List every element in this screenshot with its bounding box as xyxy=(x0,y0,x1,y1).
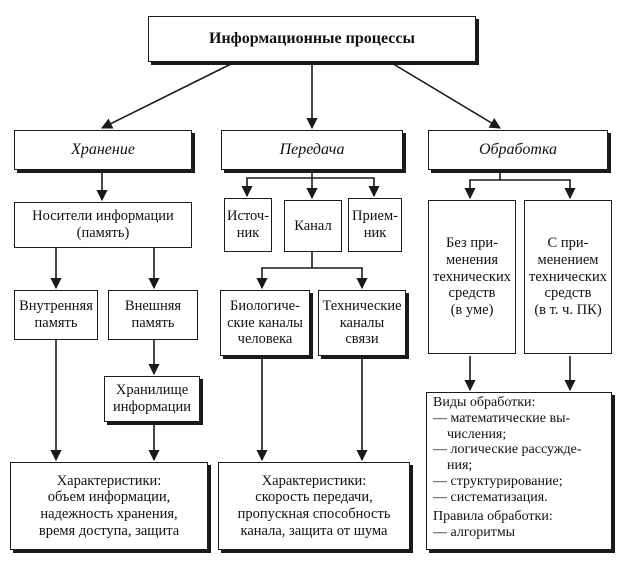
transfer-characteristics-node: Характеристики: скорость передачи, пропу… xyxy=(218,462,410,550)
arrow-to-source xyxy=(241,177,312,198)
storage-characteristics-line: время доступа, защита xyxy=(38,522,180,539)
category-processing: Обработка xyxy=(428,130,608,170)
storage-characteristics-line: надежность хранения, xyxy=(40,506,178,522)
repository-node: Хранилище информации xyxy=(104,376,200,422)
processing-kinds-line: — систематизация. xyxy=(433,489,548,505)
processing-kinds-line: числения; xyxy=(433,426,507,442)
source-node: Источ- ник xyxy=(224,198,272,252)
root-label: Информационные процессы xyxy=(209,29,415,47)
source-label: Источ- ник xyxy=(226,208,270,241)
storage-characteristics-heading: Характеристики: xyxy=(56,472,162,489)
transfer-characteristics-line: канала, защита от шума xyxy=(240,522,388,539)
arrow-root-processing xyxy=(389,61,501,129)
transfer-characteristics-line: пропускная способность xyxy=(237,506,391,522)
receiver-node: Прием- ник xyxy=(348,198,402,252)
channel-node: Канал xyxy=(284,200,342,252)
category-processing-label: Обработка xyxy=(478,140,558,158)
arrow-root-storage xyxy=(100,61,236,129)
without-tech-node: Без при- менения технических средств (в … xyxy=(428,200,516,354)
storage-characteristics-node: Характеристики: объем информации, надежн… xyxy=(10,462,208,550)
receiver-label: Прием- ник xyxy=(352,208,398,241)
channel-label: Канал xyxy=(294,217,332,234)
category-transfer: Передача xyxy=(221,130,403,170)
root-node: Информационные процессы xyxy=(148,16,476,62)
external-memory-label: Внешняя память xyxy=(124,298,182,331)
processing-kinds-line: — логические рассужде- xyxy=(433,442,582,458)
storage-characteristics-line: объем информации, xyxy=(47,489,171,506)
arrow-to-technical xyxy=(312,267,368,290)
processing-rules-heading: Правила обработки: xyxy=(433,508,553,524)
category-storage-label: Хранение xyxy=(71,140,135,158)
processing-kinds-line: ния; xyxy=(433,458,473,474)
storage-media-node: Носители информации (память) xyxy=(14,202,192,248)
repository-label: Хранилище информации xyxy=(113,382,191,415)
storage-media-label: Носители информации (память) xyxy=(32,208,174,241)
with-tech-label: С при- менением технических средств (в т… xyxy=(529,235,607,318)
transfer-characteristics-line: скорость передачи, xyxy=(255,489,373,506)
category-transfer-label: Передача xyxy=(279,140,345,158)
arrow-to-biological xyxy=(256,267,312,290)
processing-kinds-heading: Виды обработки: xyxy=(433,395,536,410)
processing-kinds-line: — структурирование; xyxy=(433,474,563,490)
biological-channels-node: Биологиче- ские каналы человека xyxy=(220,290,310,356)
arrow-to-without-tech xyxy=(464,172,501,200)
processing-kinds-line: — математические вы- xyxy=(433,410,571,426)
processing-kinds-node: Виды обработки: — математические вы- чис… xyxy=(426,392,612,550)
internal-memory-node: Внутренняя память xyxy=(14,290,98,340)
arrow-to-receiver xyxy=(312,177,380,198)
technical-channels-node: Технические каналы связи xyxy=(318,290,406,356)
category-storage: Хранение xyxy=(14,130,192,170)
internal-memory-label: Внутренняя память xyxy=(19,298,93,331)
without-tech-label: Без при- менения технических средств (в … xyxy=(433,235,511,318)
biological-channels-label: Биологиче- ские каналы человека xyxy=(227,297,303,348)
arrow-to-with-tech xyxy=(500,179,576,200)
external-memory-node: Внешняя память xyxy=(108,290,198,340)
transfer-characteristics-heading: Характеристики: xyxy=(261,472,367,489)
technical-channels-label: Технические каналы связи xyxy=(322,297,402,348)
with-tech-node: С при- менением технических средств (в т… xyxy=(524,200,612,354)
processing-rules-line: — алгоритмы xyxy=(433,524,516,540)
